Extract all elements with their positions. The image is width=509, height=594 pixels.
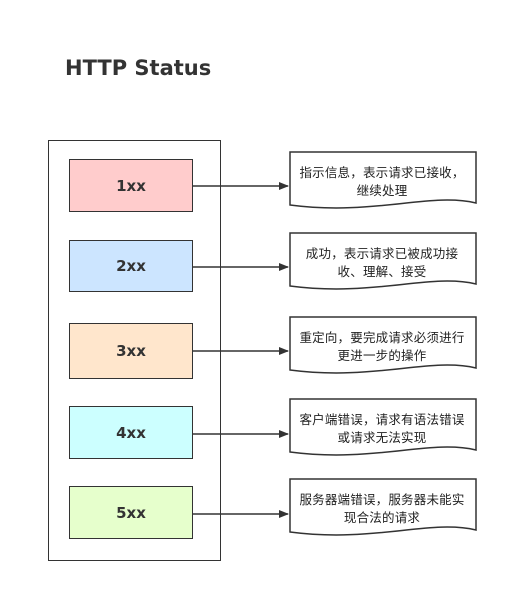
status-description-5xx: 服务器端错误，服务器未能实 现合法的请求 [290, 491, 474, 527]
status-box-5xx: 5xx [69, 486, 193, 539]
status-description-3xx: 重定向，要完成请求必须进行 更进一步的操作 [290, 329, 474, 365]
status-code-label: 4xx [116, 423, 146, 442]
description-line: 更进一步的操作 [337, 348, 427, 363]
description-line: 继续处理 [356, 183, 408, 198]
description-line: 服务器端错误，服务器未能实 [299, 492, 465, 507]
status-box-1xx: 1xx [69, 159, 193, 212]
status-description-2xx: 成功，表示请求已被成功接 收、理解、接受 [290, 245, 474, 281]
description-line: 或请求无法实现 [337, 430, 427, 445]
document-shape [289, 232, 477, 290]
document-shape [289, 316, 477, 374]
description-line: 成功，表示请求已被成功接 [305, 246, 459, 261]
description-line: 重定向，要完成请求必须进行 [299, 330, 465, 345]
status-description-4xx: 客户端错误，请求有语法错误 或请求无法实现 [290, 411, 474, 447]
status-box-3xx: 3xx [69, 323, 193, 379]
description-line: 收、理解、接受 [337, 264, 427, 279]
status-code-label: 5xx [116, 503, 146, 522]
document-shape [289, 398, 477, 456]
description-line: 指示信息，表示请求已接收， [299, 165, 465, 180]
document-shape [289, 478, 477, 536]
status-box-2xx: 2xx [69, 240, 193, 292]
status-description-1xx: 指示信息，表示请求已接收， 继续处理 [290, 164, 474, 200]
document-shape [289, 151, 477, 209]
diagram-title: HTTP Status [65, 56, 212, 80]
status-box-4xx: 4xx [69, 406, 193, 459]
description-line: 现合法的请求 [343, 510, 421, 525]
description-line: 客户端错误，请求有语法错误 [299, 412, 465, 427]
status-code-label: 2xx [116, 257, 146, 275]
status-code-label: 3xx [116, 342, 146, 360]
status-code-label: 1xx [116, 176, 146, 195]
